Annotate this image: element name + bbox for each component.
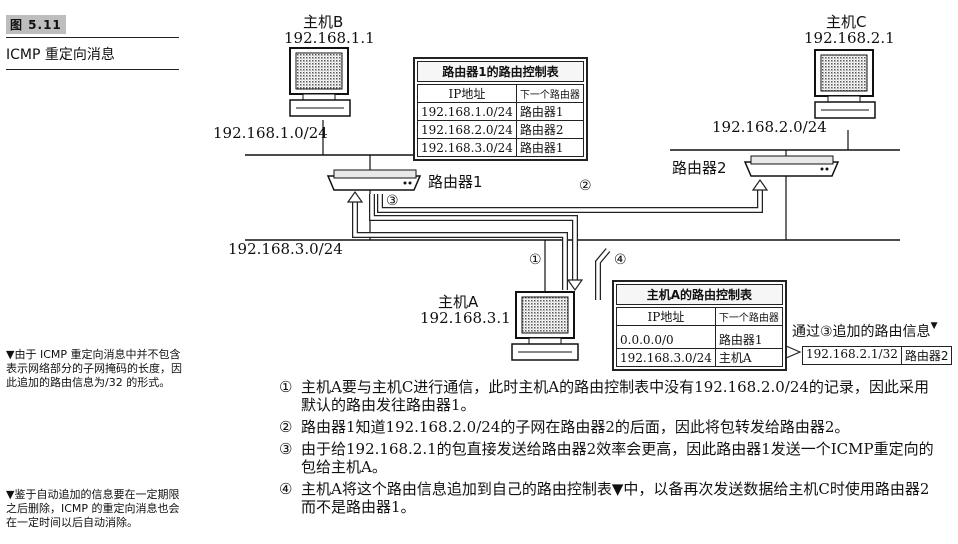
table-row: 192.168.3.0/24 主机A (616, 348, 783, 367)
host-a-name: 主机A (438, 293, 479, 311)
path-number-3: ③ (386, 193, 399, 209)
table-cell: 0.0.0.0/0 (616, 325, 716, 349)
table-cell: 路由器1 (714, 325, 783, 349)
table-cell: 主机A (714, 348, 783, 367)
table-cell: 192.168.3.0/24 (616, 348, 716, 367)
router-1-device (326, 169, 422, 191)
table-row: 192.168.2.0/24 路由器2 (417, 120, 584, 139)
side-note-expiry: ▼鉴于自动追加的信息要在一定期限之后删除，ICMP 的重定向消息也会在一定时间以… (6, 488, 180, 529)
step-text: 由于给192.168.2.1的包直接发送给路由器2效率会更高，因此路由器1发送一… (301, 440, 934, 476)
table-header: 下一个路由器 (714, 307, 783, 326)
table-header: IP地址 (616, 307, 716, 326)
table-cell: 路由器1 (515, 102, 584, 121)
step-text: 主机A将这个路由信息追加到自己的路由控制表▼中，以备再次发送数据给主机C时使用路… (301, 480, 930, 516)
host-a-routing-table: 主机A的路由控制表 IP地址 下一个路由器 0.0.0.0/0 路由器1 192… (612, 280, 787, 371)
router-1-routing-table: 路由器1的路由控制表 IP地址 下一个路由器 192.168.1.0/24 路由… (413, 57, 588, 161)
step-number: ② (279, 418, 293, 436)
figure-tag: 图 5.11 (6, 15, 66, 34)
host-c-name: 主机C (826, 13, 867, 31)
added-route-label-text: 通过③追加的路由信息 (792, 324, 931, 340)
host-c-ip: 192.168.2.1 (804, 29, 895, 47)
step-text: 主机A要与主机C进行通信，此时主机A的路由控制表中没有192.168.2.0/2… (301, 378, 929, 414)
table-row: 0.0.0.0/0 路由器1 (616, 325, 783, 349)
step-item: ② 路由器1知道192.168.2.0/24的子网在路由器2的后面，因此将包转发… (279, 418, 939, 436)
table-row: 192.168.1.0/24 路由器1 (417, 102, 584, 121)
step-number: ③ (279, 440, 293, 458)
host-b-ip: 192.168.1.1 (284, 29, 375, 47)
footnote-marker: ▼ (930, 321, 938, 331)
host-c-computer (814, 49, 876, 119)
table-cell: 192.168.3.0/24 (417, 138, 517, 157)
table-cell: 192.168.1.0/24 (417, 102, 517, 121)
figure-rule-top (6, 37, 179, 38)
side-note-subnet: ▼由于 ICMP 重定向消息中并不包含表示网络部分的子网掩码的长度，因此追加的路… (6, 348, 182, 389)
host-a-ip: 192.168.3.1 (420, 309, 511, 327)
path-number-2: ② (579, 178, 592, 194)
added-route-entry: 192.168.2.1/32 路由器2 (802, 346, 953, 365)
router-2-label: 路由器2 (672, 159, 727, 177)
added-route-ip: 192.168.2.1/32 (802, 346, 902, 365)
figure-title: ICMP 重定向消息 (6, 47, 115, 63)
router-2-device (743, 155, 840, 177)
path-number-1: ① (529, 252, 542, 268)
host-b-name: 主机B (303, 13, 344, 31)
path-number-4: ④ (614, 252, 627, 268)
host-a-computer (511, 291, 579, 361)
table-row: 192.168.3.0/24 路由器1 (417, 138, 584, 157)
network-2-label: 192.168.2.0/24 (712, 118, 827, 136)
added-route-label: 通过③追加的路由信息▼ (792, 321, 937, 341)
network-1-label: 192.168.1.0/24 (213, 124, 328, 142)
step-number: ① (279, 378, 293, 396)
table-cell: 路由器1 (515, 138, 584, 157)
table-cell: 192.168.2.0/24 (417, 120, 517, 139)
added-route-next: 路由器2 (901, 346, 953, 365)
host-b-computer (289, 47, 351, 117)
step-text: 路由器1知道192.168.2.0/24的子网在路由器2的后面，因此将包转发给路… (301, 418, 850, 436)
table-header: 下一个路由器 (515, 84, 584, 103)
table-header: IP地址 (417, 84, 517, 103)
step-list: ① 主机A要与主机C进行通信，此时主机A的路由控制表中没有192.168.2.0… (279, 378, 939, 520)
step-number: ④ (279, 480, 293, 498)
network-3-label: 192.168.3.0/24 (228, 240, 343, 258)
step-item: ④ 主机A将这个路由信息追加到自己的路由控制表▼中，以备再次发送数据给主机C时使… (279, 480, 939, 516)
router-1-label: 路由器1 (428, 173, 483, 191)
table-cell: 路由器2 (515, 120, 584, 139)
router-1-table-title: 路由器1的路由控制表 (417, 61, 584, 82)
host-a-table-title: 主机A的路由控制表 (616, 284, 783, 305)
figure-rule-bottom (6, 69, 179, 70)
step-item: ① 主机A要与主机C进行通信，此时主机A的路由控制表中没有192.168.2.0… (279, 378, 939, 414)
step-item: ③ 由于给192.168.2.1的包直接发送给路由器2效率会更高，因此路由器1发… (279, 440, 939, 476)
